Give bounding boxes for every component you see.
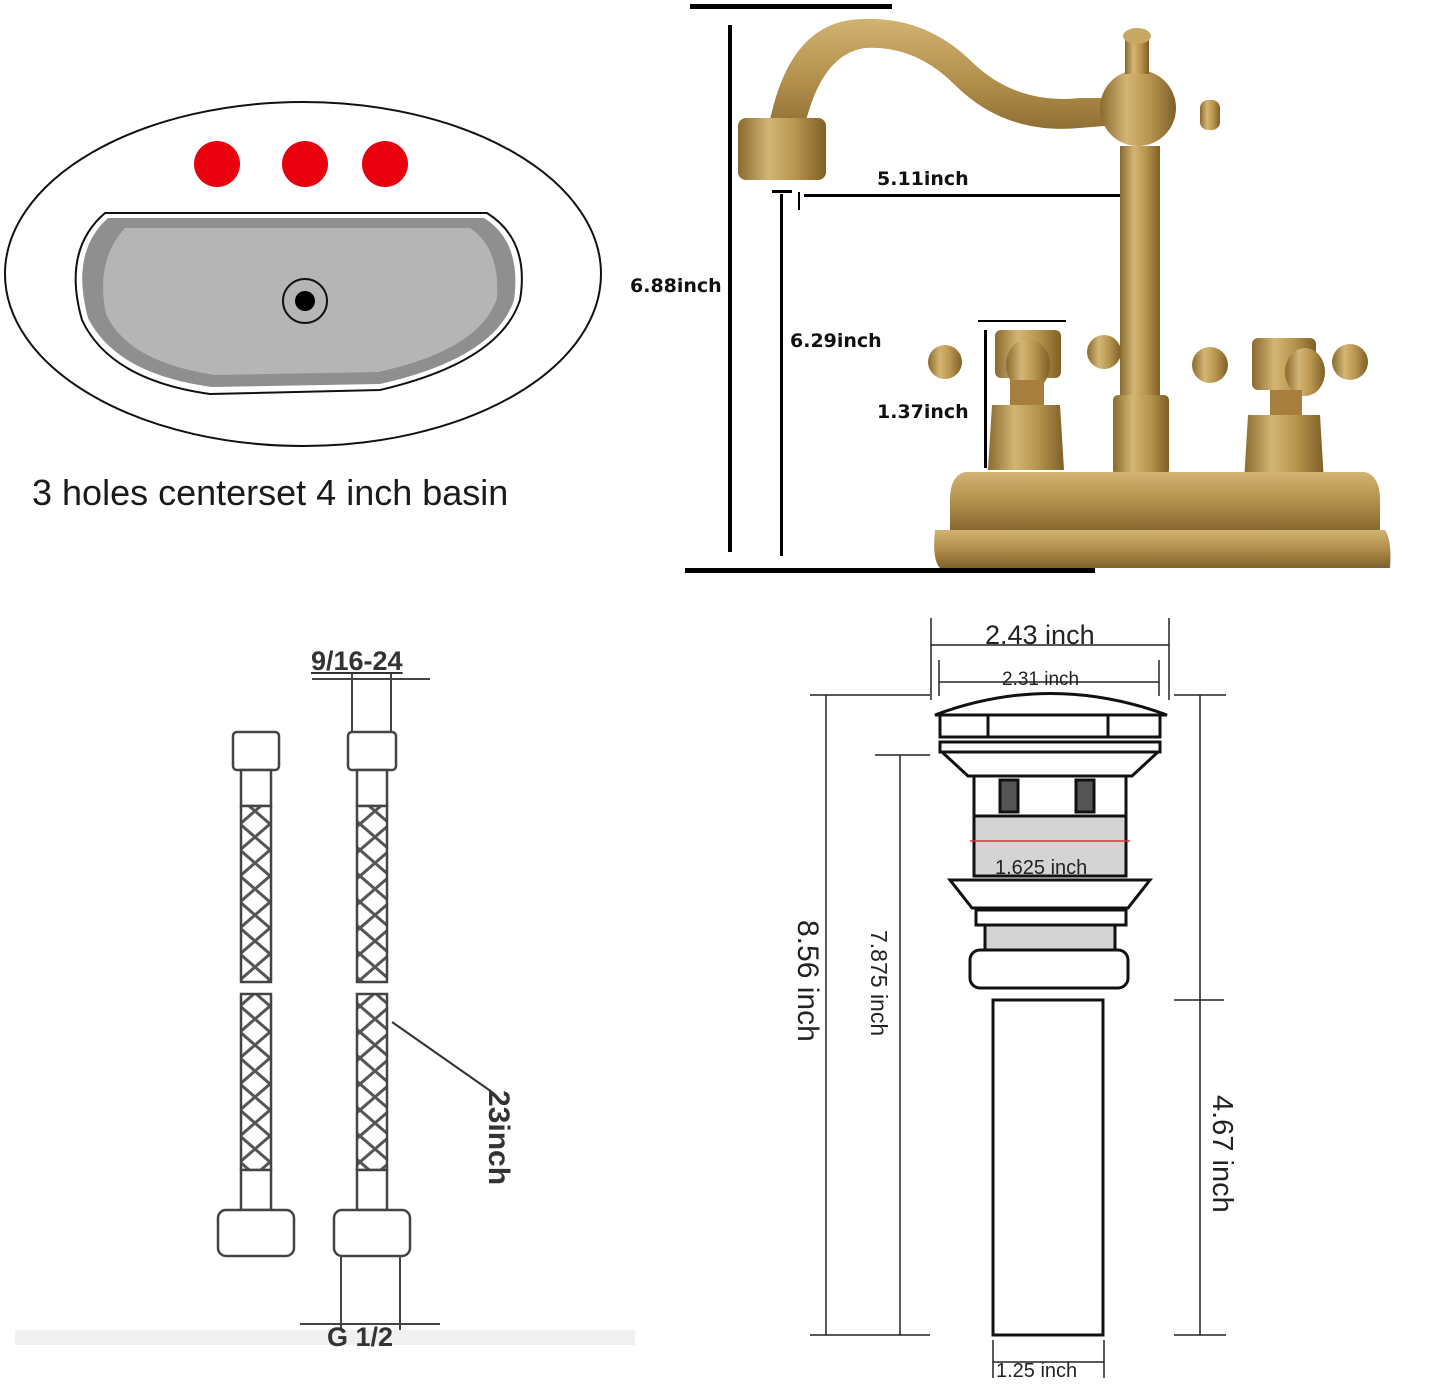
dim-tailpiece-diameter: 1.25 inch: [996, 1360, 1078, 1382]
hose-right: [332, 730, 412, 1258]
dim-spout-reach: 5.11inch: [877, 168, 969, 190]
faucet-hole-1: [194, 141, 240, 187]
dim-below-flange-height: 7.875 inch: [866, 930, 892, 1037]
basin-illustration: [4, 101, 602, 447]
dim-tailpiece-height: 4.67 inch: [1206, 1095, 1238, 1213]
dim-total-height: 6.88inch: [630, 275, 722, 297]
dim-spout-height: 6.29inch: [790, 330, 882, 352]
hose-illustration: [15, 674, 635, 1345]
drain-panel: 2.43 inch 2.31 inch 1.625 inch 8.56 inch…: [780, 600, 1445, 1391]
faucet-panel: 6.88inch 5.11inch 6.29inch 1.37inch: [620, 0, 1445, 590]
basin-panel: 3 holes centerset 4 inch basin: [0, 0, 620, 580]
drain-illustration: [810, 618, 1226, 1378]
dim-hose-length: 23inch: [482, 1090, 515, 1186]
dim-handle-height: 1.37inch: [877, 401, 969, 423]
basin-caption: 3 holes centerset 4 inch basin: [32, 472, 509, 513]
drain-hole-icon: [295, 291, 315, 311]
dim-bottom-thread: G 1/2: [327, 1322, 394, 1352]
dim-cap-inner: 2.31 inch: [1002, 669, 1080, 690]
dim-cap-outer: 2.43 inch: [985, 620, 1095, 650]
dim-body-diameter: 1.625 inch: [995, 857, 1088, 879]
faucet-hole-3: [362, 141, 408, 187]
hose-panel: 9/16-24 23inch G 1/2: [0, 590, 640, 1391]
faucet-hole-2: [282, 141, 328, 187]
dim-top-thread: 9/16-24: [311, 646, 403, 676]
hose-left: [216, 730, 296, 1258]
dim-total-height: 8.56 inch: [791, 920, 824, 1042]
faucet-illustration: [685, 4, 1391, 573]
